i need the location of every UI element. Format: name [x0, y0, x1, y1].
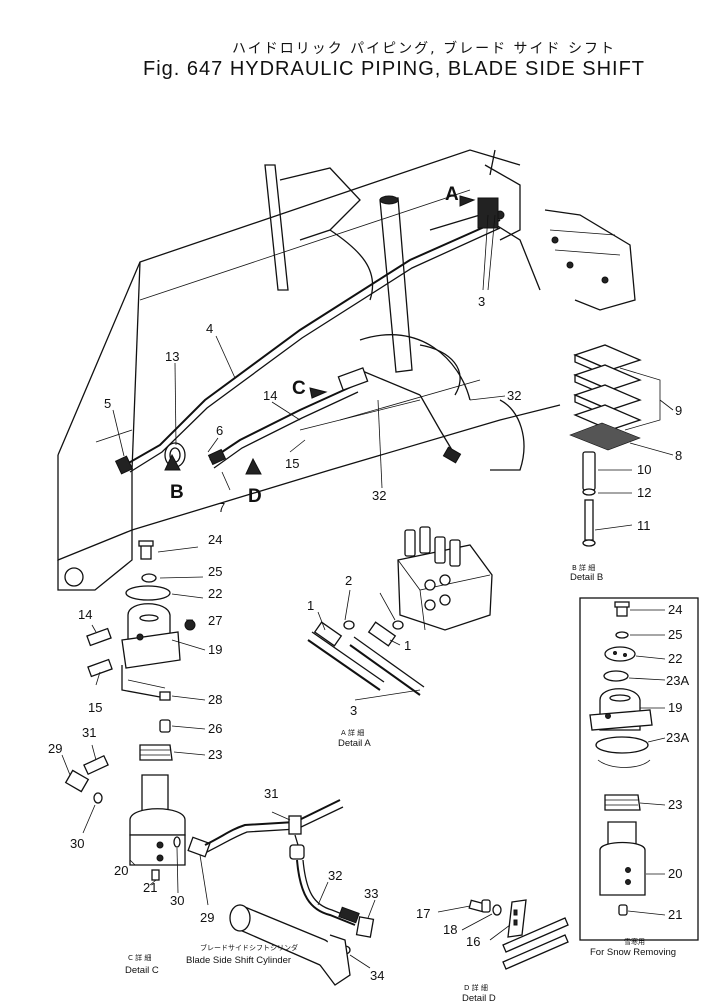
snow-caption: For Snow Removing [590, 947, 676, 958]
part-callout-21: 21 [143, 880, 157, 895]
part-callout-18: 18 [443, 922, 457, 937]
part-callout-34: 34 [370, 968, 384, 983]
part-callout-19: 19 [208, 642, 222, 657]
detail-d-caption: Detail D [462, 993, 496, 1003]
cylinder-caption: Blade Side Shift Cylinder [186, 955, 291, 966]
part-callout-26: 26 [208, 721, 222, 736]
part-callout-2: 2 [345, 573, 352, 588]
part-callout-24: 24 [208, 532, 222, 547]
part-callout-5: 5 [104, 396, 111, 411]
part-callout-3: 3 [478, 294, 485, 309]
part-callout-1-left: 1 [307, 598, 314, 613]
part-callout-17: 17 [416, 906, 430, 921]
snow-removing-box [579, 597, 699, 941]
main-assembly-drawing [57, 149, 636, 591]
part-callout-7: 7 [218, 500, 225, 515]
part-callout-23a-upper: 23A [666, 673, 689, 688]
figure-title: Fig. 647 HYDRAULIC PIPING, BLADE SIDE SH… [143, 58, 646, 80]
part-callout-23-snow: 23 [668, 797, 682, 812]
part-callout-4: 4 [206, 321, 213, 336]
part-callout-16: 16 [466, 934, 480, 949]
cylinder-caption-jp: ブレードサイドシフトシリンダ [200, 943, 298, 952]
part-callout-6: 6 [216, 423, 223, 438]
detail-a-caption: Detail A [338, 738, 371, 749]
part-callout-14: 14 [263, 388, 277, 403]
part-callout-24-snow: 24 [668, 602, 682, 617]
part-callout-32-detail: 32 [328, 868, 342, 883]
cylinder-piping-drawing [204, 799, 376, 986]
detail-b-caption-jp: B 詳 細 [572, 563, 595, 572]
part-callout-28: 28 [208, 692, 222, 707]
part-callout-13: 13 [165, 349, 179, 364]
part-callout-22-snow: 22 [668, 651, 682, 666]
part-callout-8: 8 [675, 448, 682, 463]
part-callout-29-right: 29 [200, 910, 214, 925]
title-japanese: ハイドロリック パイピング, ブレード サイド シフト [232, 41, 616, 57]
part-callout-25-snow: 25 [668, 627, 682, 642]
detail-d-drawing [437, 899, 569, 970]
detail-a-drawing [307, 526, 493, 701]
part-callout-10: 10 [637, 462, 651, 477]
part-callout-20: 20 [114, 863, 128, 878]
detail-b-drawing [569, 344, 674, 547]
detail-a-caption-jp: A 詳 細 [341, 728, 364, 737]
detail-c-drawing [61, 540, 211, 906]
part-callout-30-left: 30 [70, 836, 84, 851]
part-callout-33: 33 [364, 886, 378, 901]
part-callout-32-upper: 32 [507, 388, 521, 403]
part-callout-25: 25 [208, 564, 222, 579]
detail-d-caption-jp: D 詳 細 [464, 983, 488, 992]
part-callout-21-snow: 21 [668, 907, 682, 922]
part-callout-32-lower: 32 [372, 488, 386, 503]
part-callout-9: 9 [675, 403, 682, 418]
part-callout-31-detail-c: 31 [82, 725, 96, 740]
part-callout-23a-lower: 23A [666, 730, 689, 745]
part-callout-3-detail-a: 3 [350, 703, 357, 718]
part-callout-31: 31 [264, 786, 278, 801]
part-callout-12: 12 [637, 485, 651, 500]
part-callout-29-left: 29 [48, 741, 62, 756]
part-callout-30-right: 30 [170, 893, 184, 908]
arrow-label-a: A [445, 184, 459, 205]
arrow-label-d: D [248, 486, 262, 507]
part-callout-14-detail-c: 14 [78, 607, 92, 622]
part-callout-15: 15 [285, 456, 299, 471]
detail-b-caption: Detail B [570, 572, 603, 583]
detail-c-caption: Detail C [125, 965, 159, 976]
arrow-label-b: B [170, 482, 184, 503]
part-callout-23: 23 [208, 747, 222, 762]
detail-c-caption-jp: C 詳 細 [128, 953, 151, 962]
part-callout-11: 11 [637, 518, 651, 533]
part-callout-15-detail-c: 15 [88, 700, 102, 715]
part-callout-22: 22 [208, 586, 222, 601]
part-callout-19-snow: 19 [668, 700, 682, 715]
snow-caption-jp: 雪寒用 [624, 937, 645, 946]
part-callout-20-snow: 20 [668, 866, 682, 881]
arrow-label-c: C [292, 378, 306, 399]
part-callout-1-right: 1 [404, 638, 411, 653]
part-callout-27: 27 [208, 613, 222, 628]
